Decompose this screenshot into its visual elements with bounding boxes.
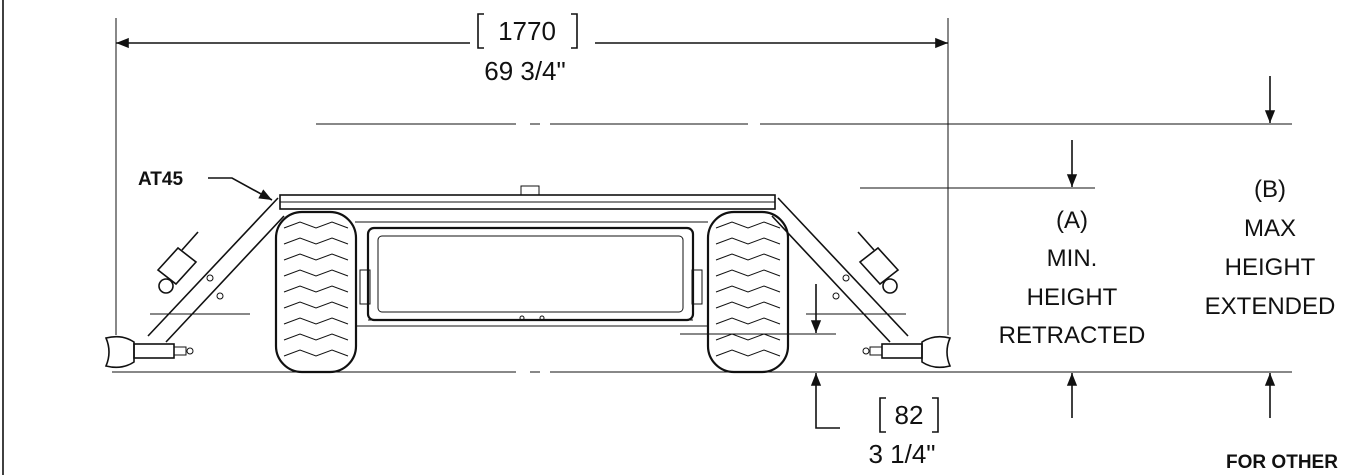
- max-height-label-3: HEIGHT: [1225, 254, 1316, 281]
- width-bracket-left: [477, 13, 484, 49]
- min-height-label-4: RETRACTED: [999, 322, 1146, 349]
- max-height-label-4: EXTENDED: [1205, 293, 1336, 320]
- clearance-arrow-bottom: [810, 373, 840, 429]
- part-callout-leader: [208, 177, 273, 201]
- clearance-inch-label: 3 1/4": [868, 439, 935, 469]
- width-inch-label: 69 3/4": [484, 56, 566, 86]
- min-height-label-2: MIN.: [1047, 245, 1098, 272]
- min-height-label-1: (A): [1056, 207, 1088, 234]
- machine-drawing: [104, 185, 952, 374]
- clearance-mm-label: 82: [895, 400, 924, 430]
- min-height-label-3: HEIGHT: [1027, 284, 1118, 311]
- clearance-bracket-right: [932, 397, 939, 433]
- max-height-label-1: (B): [1254, 176, 1286, 203]
- part-callout-label: AT45: [138, 169, 183, 190]
- clearance-bracket-left: [879, 397, 886, 433]
- max-height-label-2: MAX: [1244, 215, 1296, 242]
- note-label: FOR OTHER: [1226, 452, 1338, 473]
- width-bracket-right: [571, 13, 578, 49]
- width-mm-label: 1770: [498, 16, 556, 46]
